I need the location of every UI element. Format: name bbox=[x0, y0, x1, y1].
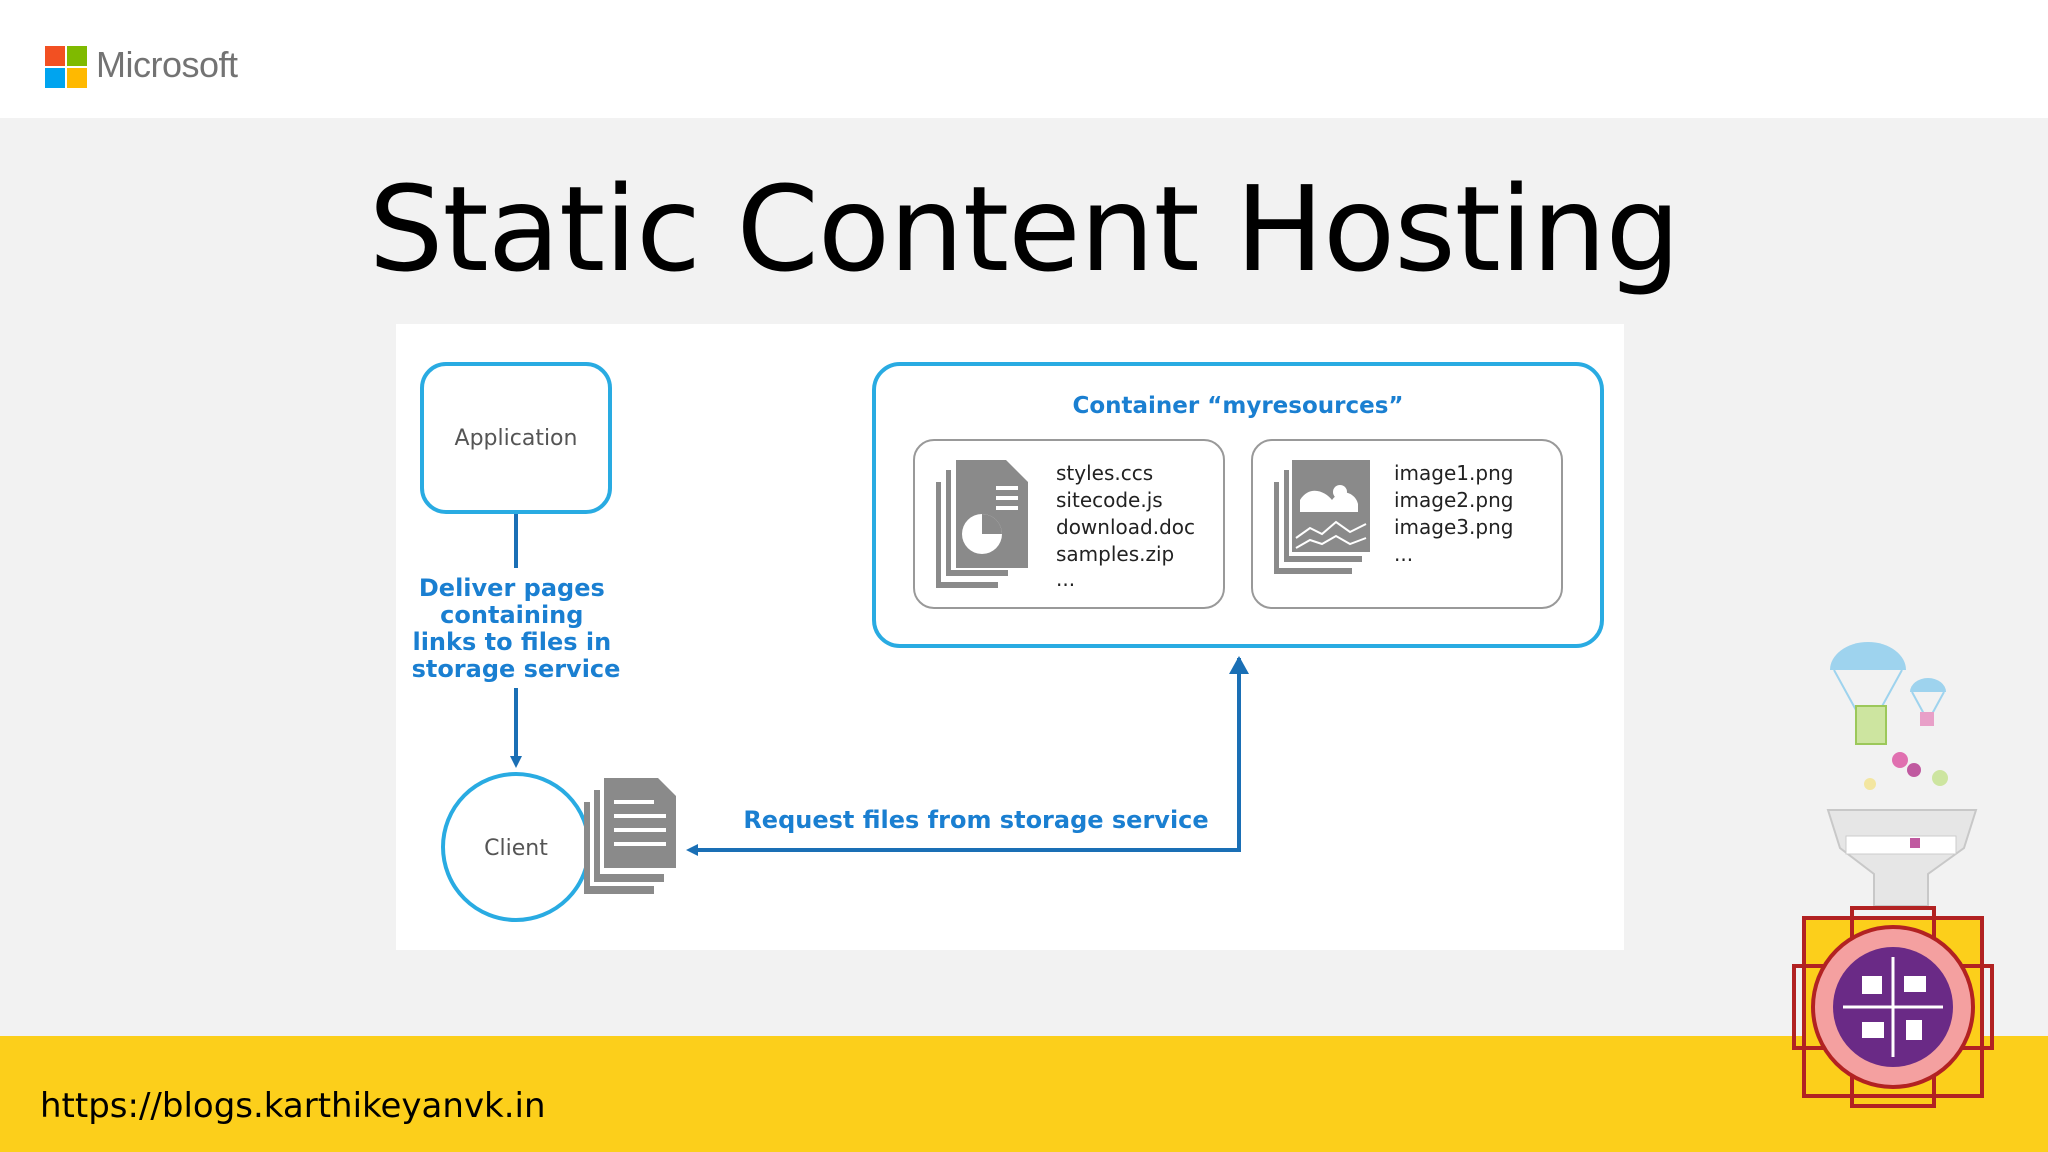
image-stack-icon bbox=[1274, 460, 1370, 574]
application-box bbox=[420, 362, 612, 514]
image-name: image1.png bbox=[1394, 461, 1513, 485]
file-name: download.doc bbox=[1056, 515, 1195, 539]
deliver-text: Deliver pages containing links to files … bbox=[412, 574, 621, 683]
request-arrow-head-up bbox=[1229, 656, 1249, 674]
image-name: image2.png bbox=[1394, 488, 1513, 512]
file-name: ... bbox=[1056, 567, 1075, 591]
request-label: Request files from storage service bbox=[743, 806, 1208, 834]
yantra-logo-icon bbox=[1792, 906, 1994, 1108]
document-chart-icon bbox=[936, 460, 1028, 588]
header-bar bbox=[0, 0, 2048, 118]
deliver-line-4: storage service bbox=[412, 655, 621, 683]
slide-title: Static Content Hosting bbox=[368, 160, 1681, 298]
deliver-line-2: containing bbox=[440, 601, 583, 629]
image-name: image3.png bbox=[1394, 515, 1513, 539]
container-title: Container “myresources” bbox=[1072, 393, 1403, 419]
request-arrow-path bbox=[686, 658, 1241, 856]
diagram-panel: Application Deliver pages containing lin… bbox=[396, 324, 1624, 950]
parachute-icon bbox=[1910, 678, 1946, 692]
decorative-illustration-icon bbox=[1792, 642, 1994, 1108]
funnel-icon bbox=[1826, 809, 1978, 907]
image-name: ... bbox=[1394, 542, 1413, 566]
microsoft-logo-icon bbox=[45, 46, 87, 88]
deliver-line-1: Deliver pages bbox=[419, 574, 605, 602]
application-label: Application bbox=[455, 426, 578, 451]
file-name: sitecode.js bbox=[1056, 488, 1163, 512]
footer-bar bbox=[0, 1036, 2048, 1152]
documents-icon bbox=[584, 778, 676, 894]
files-list: styles.ccs sitecode.js download.doc samp… bbox=[1056, 461, 1201, 591]
client-label: Client bbox=[484, 836, 548, 861]
parachute-icon bbox=[1830, 642, 1906, 670]
architecture-diagram: Application Deliver pages containing lin… bbox=[412, 362, 1604, 922]
file-name: styles.ccs bbox=[1056, 461, 1153, 485]
footer-url: https://blogs.karthikeyanvk.in bbox=[40, 1086, 546, 1126]
images-list: image1.png image2.png image3.png ... bbox=[1394, 461, 1520, 566]
deliver-line-3: links to files in bbox=[412, 628, 611, 656]
brand-name: Microsoft bbox=[96, 44, 238, 85]
file-name: samples.zip bbox=[1056, 542, 1174, 566]
